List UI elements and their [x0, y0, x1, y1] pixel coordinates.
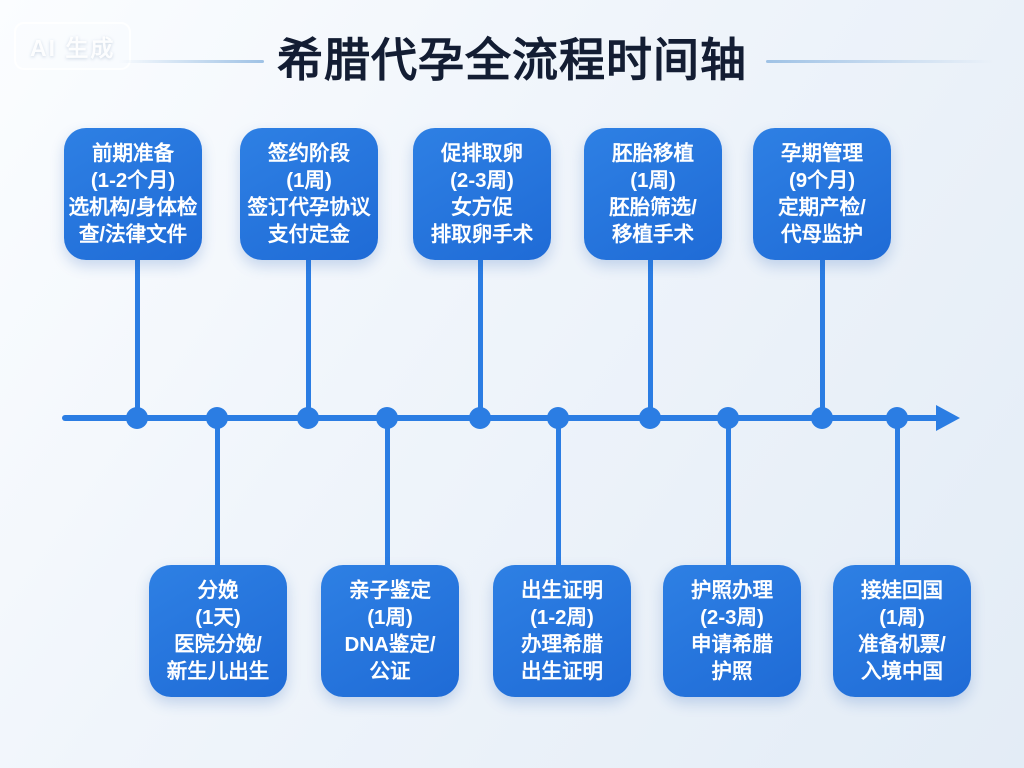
- stage-line: 选机构/身体检: [68, 196, 198, 219]
- stage-box-pregnancy-management: 孕期管理 (9个月) 定期产检/ 代母监护: [753, 128, 891, 260]
- connector-stem: [385, 420, 390, 568]
- stage-line: 出生证明: [521, 660, 603, 683]
- stage-line: 医院分娩/: [174, 633, 262, 656]
- stage-line: 亲子鉴定: [349, 579, 431, 602]
- stage-line: 护照办理: [691, 579, 773, 602]
- stage-line: 孕期管理: [781, 142, 863, 165]
- stage-line: 女方促: [451, 196, 513, 219]
- stage-line: 定期产检/: [778, 196, 866, 219]
- stage-box-egg-retrieval: 促排取卵 (2-3周) 女方促 排取卵手术: [413, 128, 551, 260]
- timeline-dot: [811, 407, 833, 429]
- timeline-dot: [126, 407, 148, 429]
- ai-generated-badge: AI 生成: [14, 22, 132, 70]
- stage-line: 胚胎移植: [612, 142, 694, 165]
- stage-box-passport: 护照办理 (2-3周) 申请希腊 护照: [663, 565, 801, 697]
- stage-box-contract: 签约阶段 (1周) 签订代孕协议 支付定金: [240, 128, 378, 260]
- stage-line: (1周): [630, 169, 676, 192]
- connector-stem: [648, 258, 653, 418]
- stage-line: 申请希腊: [691, 633, 773, 656]
- stage-line: (9个月): [788, 169, 856, 192]
- stage-line: 排取卵手术: [430, 223, 534, 246]
- connector-stem: [895, 420, 900, 568]
- stage-box-embryo-transfer: 胚胎移植 (1周) 胚胎筛选/ 移植手术: [584, 128, 722, 260]
- title-divider-right: [766, 60, 994, 63]
- stage-line: 准备机票/: [858, 633, 946, 656]
- stage-line: 前期准备: [92, 142, 174, 165]
- timeline-dot: [376, 407, 398, 429]
- stage-line: 签订代孕协议: [247, 196, 371, 219]
- connector-stem: [726, 420, 731, 568]
- stage-line: (2-3周): [450, 169, 514, 192]
- stage-line: 胚胎筛选/: [609, 196, 697, 219]
- stage-line: 入境中国: [861, 660, 943, 683]
- page-title: 希腊代孕全流程时间轴: [277, 34, 747, 86]
- stage-line: DNA鉴定/: [344, 633, 436, 656]
- stage-line: (1周): [879, 606, 925, 629]
- stage-line: (1周): [286, 169, 332, 192]
- timeline-dot: [206, 407, 228, 429]
- connector-stem: [820, 258, 825, 418]
- stage-line: 促排取卵: [441, 142, 523, 165]
- timeline-dot: [717, 407, 739, 429]
- stage-line: 移植手术: [612, 223, 694, 246]
- connector-stem: [556, 420, 561, 568]
- timeline-dot: [469, 407, 491, 429]
- timeline-dot: [297, 407, 319, 429]
- stage-line: 新生儿出生: [166, 660, 270, 683]
- timeline-dot: [639, 407, 661, 429]
- stage-line: 查/法律文件: [78, 223, 188, 246]
- stage-line: 支付定金: [268, 223, 350, 246]
- stage-box-delivery: 分娩 (1天) 医院分娩/ 新生儿出生: [149, 565, 287, 697]
- stage-line: 办理希腊: [521, 633, 603, 656]
- stage-line: 分娩: [197, 579, 239, 602]
- timeline-dot: [547, 407, 569, 429]
- stage-line: 出生证明: [521, 579, 603, 602]
- stage-box-preparation: 前期准备 (1-2个月) 选机构/身体检 查/法律文件: [64, 128, 202, 260]
- stage-line: 护照: [711, 660, 753, 683]
- connector-stem: [306, 258, 311, 418]
- stage-line: 接娃回国: [861, 579, 943, 602]
- stage-line: (1-2周): [530, 606, 594, 629]
- connector-stem: [135, 258, 140, 418]
- stage-box-birth-certificate: 出生证明 (1-2周) 办理希腊 出生证明: [493, 565, 631, 697]
- stage-line: (1天): [195, 606, 241, 629]
- timeline-dot: [886, 407, 908, 429]
- connector-stem: [215, 420, 220, 568]
- timeline-arrowhead-icon: [936, 405, 960, 431]
- stage-box-return-home: 接娃回国 (1周) 准备机票/ 入境中国: [833, 565, 971, 697]
- connector-stem: [478, 258, 483, 418]
- stage-line: (1-2个月): [90, 169, 176, 192]
- stage-line: 签约阶段: [268, 142, 350, 165]
- title-divider-left: [118, 60, 264, 63]
- stage-line: (1周): [367, 606, 413, 629]
- timeline-axis: [62, 415, 942, 421]
- stage-box-paternity-test: 亲子鉴定 (1周) DNA鉴定/ 公证: [321, 565, 459, 697]
- stage-line: (2-3周): [700, 606, 764, 629]
- stage-line: 公证: [369, 660, 411, 683]
- stage-line: 代母监护: [781, 223, 863, 246]
